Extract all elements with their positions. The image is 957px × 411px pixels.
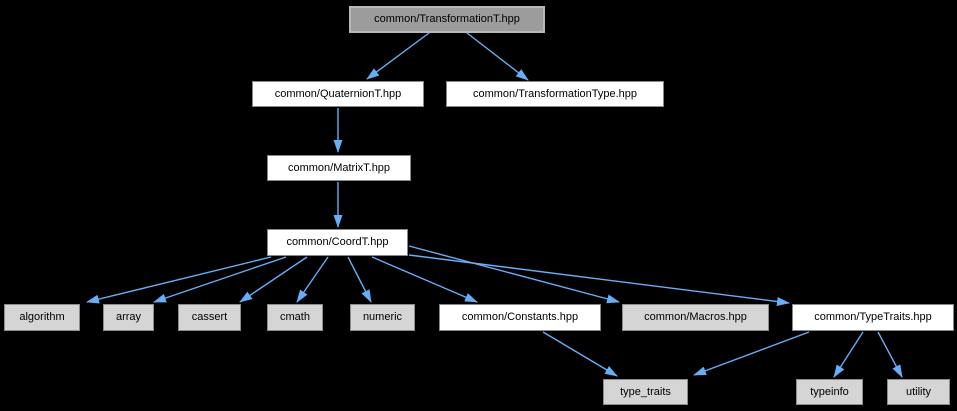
node-algorithm: algorithm xyxy=(4,304,80,331)
dependency-arrow-type_traits_hpp-to-type_traits xyxy=(693,331,810,376)
node-common-coordt-hpp[interactable]: common/CoordT.hpp xyxy=(267,229,408,256)
dependency-arrow-constants_hpp-to-type_traits xyxy=(542,331,618,377)
node-typeinfo: typeinfo xyxy=(796,379,863,405)
node-cmath: cmath xyxy=(267,304,323,331)
dependency-arrow-transformation_t-to-quaternion_t xyxy=(366,32,430,80)
dependency-arrow-coord_t-to-macros_hpp xyxy=(408,245,620,304)
node-common-macros-hpp: common/Macros.hpp xyxy=(622,304,769,331)
node-array: array xyxy=(103,304,154,331)
node-cassert: cassert xyxy=(178,304,241,331)
node-numeric: numeric xyxy=(350,304,415,331)
dependency-arrow-coord_t-to-type_traits_hpp xyxy=(408,254,790,306)
dependency-arrow-coord_t-to-cassert xyxy=(239,256,308,303)
node-common-transformationt-hpp: common/TransformationT.hpp xyxy=(349,6,545,33)
node-common-transformationtype-hpp[interactable]: common/TransformationType.hpp xyxy=(446,81,664,107)
node-common-matrixt-hpp[interactable]: common/MatrixT.hpp xyxy=(267,155,411,181)
node-common-quaterniont-hpp[interactable]: common/QuaternionT.hpp xyxy=(252,81,424,107)
dependency-arrow-type_traits_hpp-to-typeinfo xyxy=(833,331,864,378)
dependency-arrow-coord_t-to-algorithm xyxy=(86,256,272,304)
dependency-arrow-coord_t-to-numeric xyxy=(347,256,372,303)
dependency-arrow-transformation_t-to-transformation_type xyxy=(466,32,529,81)
dependency-arrow-coord_t-to-constants_hpp xyxy=(371,256,478,303)
dependency-arrow-coord_t-to-array xyxy=(153,256,287,303)
dependency-arrow-type_traits_hpp-to-utility xyxy=(877,331,903,378)
dependency-arrow-coord_t-to-cmath xyxy=(296,256,329,303)
node-common-constants-hpp[interactable]: common/Constants.hpp xyxy=(439,304,601,331)
node-type-traits: type_traits xyxy=(603,379,688,405)
node-common-typetraits-hpp[interactable]: common/TypeTraits.hpp xyxy=(792,304,954,331)
node-utility: utility xyxy=(887,379,950,405)
